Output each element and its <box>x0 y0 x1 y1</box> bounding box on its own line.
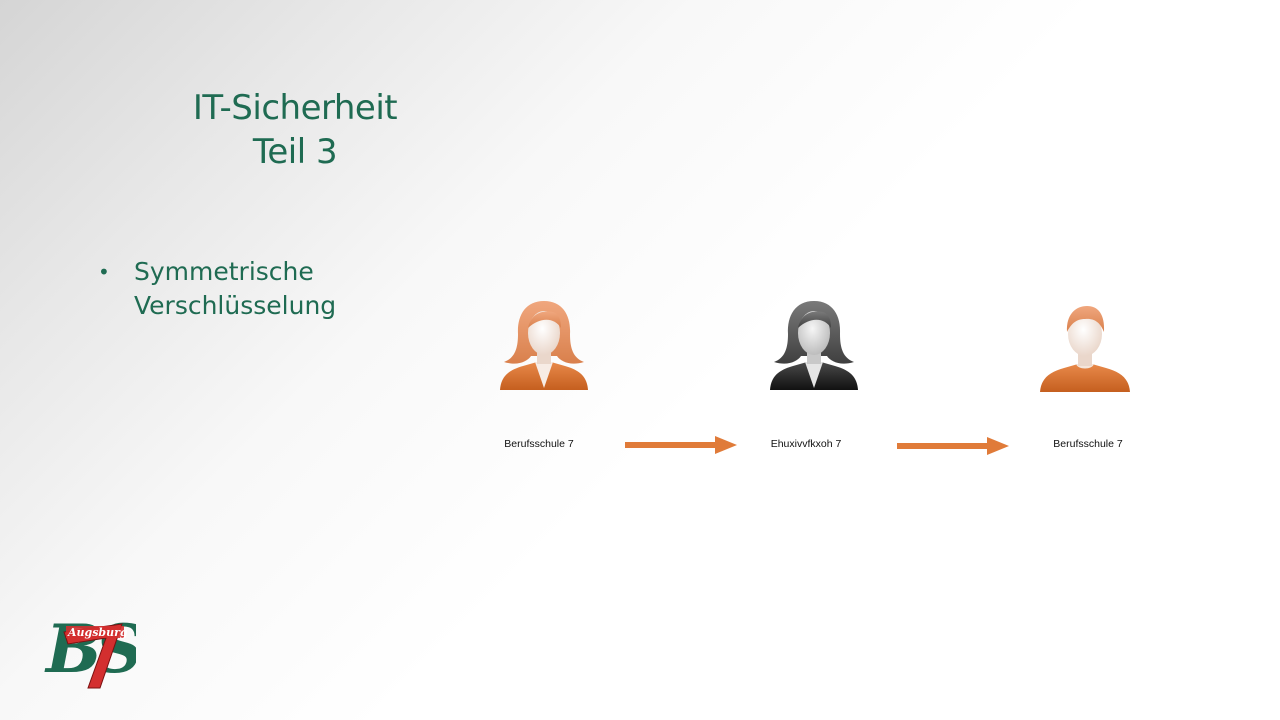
middle-caption: Ehuxivvfkxoh 7 <box>770 438 842 450</box>
svg-text:BS: BS <box>44 610 136 688</box>
slide-title: IT-Sicherheit Teil 3 <box>150 86 440 174</box>
man-orange-avatar-icon <box>1038 302 1132 396</box>
bs7-logo: BS Augsburg <box>44 604 147 690</box>
bullet-dot-icon: • <box>98 260 110 284</box>
woman-orange-avatar-icon <box>497 298 591 392</box>
bullet-item: • Symmetrische Verschlüsselung <box>96 255 416 323</box>
receiver-caption: Berufsschule 7 <box>1053 438 1123 450</box>
arrow-right-icon <box>625 435 737 455</box>
arrow-right-icon <box>897 436 1009 456</box>
svg-text:Augsburg: Augsburg <box>67 626 128 639</box>
bullet-text-line-1: Symmetrische <box>134 257 314 286</box>
sender-caption: Berufsschule 7 <box>504 438 574 450</box>
title-line-2: Teil 3 <box>252 132 338 172</box>
bullet-text-line-2: Verschlüsselung <box>134 291 337 320</box>
title-line-1: IT-Sicherheit <box>192 88 398 128</box>
bullet-list: • Symmetrische Verschlüsselung <box>96 255 416 323</box>
woman-gray-avatar-icon <box>767 298 861 392</box>
